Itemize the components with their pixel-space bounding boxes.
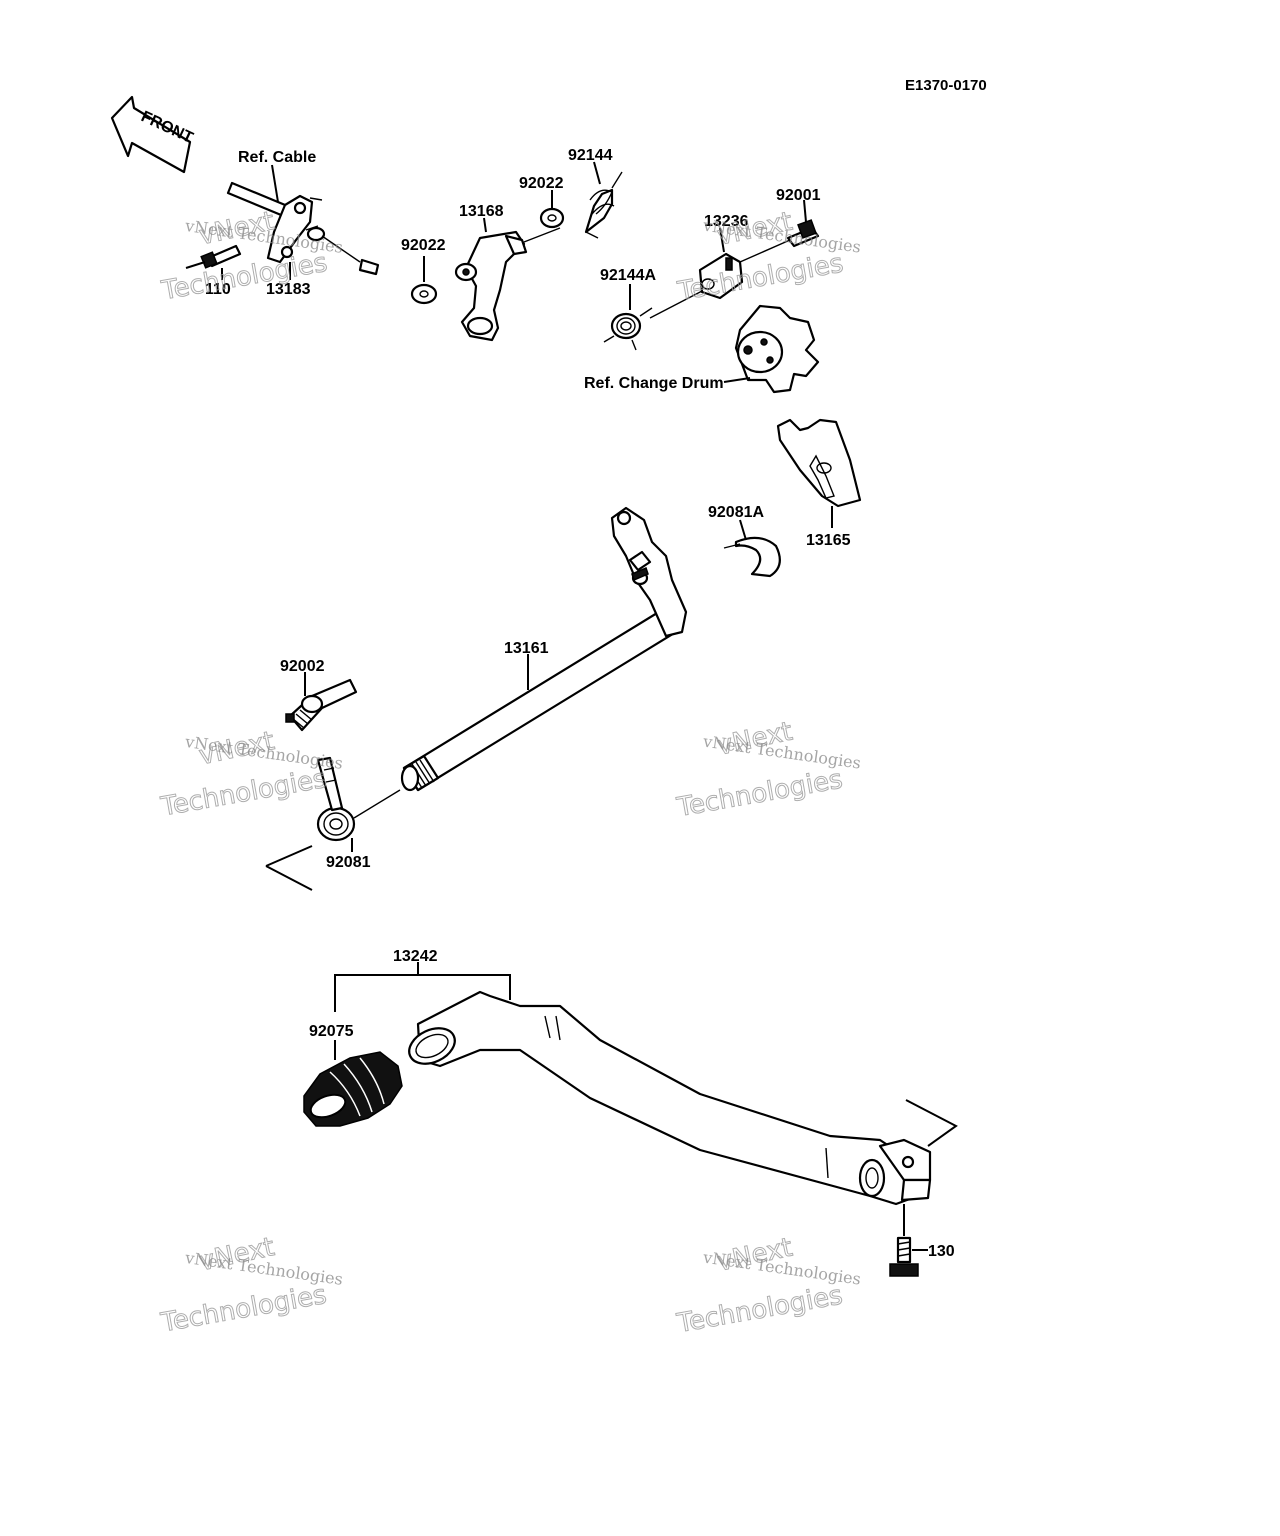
stopper-13236 [698,252,744,300]
bolt-110 [185,244,242,269]
label-92081: 92081 [326,854,371,871]
watermark-top-right: vNext vNext Technologies Technologies [674,206,862,308]
leader-ref-change-drum [723,377,751,383]
bracket-13242 [334,974,511,1012]
label-13168: 13168 [459,203,504,220]
label-ref-cable: Ref. Cable [238,149,316,166]
label-ref-change-drum: Ref. Change Drum [584,375,724,392]
svg-text:Technologies: Technologies [675,248,846,307]
watermark-mid-right: vNext vNext Technologies Technologies [674,716,862,824]
shift-pedal-13242 [408,990,932,1206]
label-92002: 92002 [280,658,325,675]
label-13161: 13161 [504,640,549,657]
spring-92144 [584,171,623,239]
label-13242: 13242 [393,948,438,965]
label-130: 130 [928,1243,955,1260]
label-92144: 92144 [568,147,613,164]
label-13236: 13236 [704,213,749,230]
bolt-92001 [739,219,820,263]
label-92144A: 92144A [600,267,656,284]
label-13183: 13183 [266,281,311,298]
axis-line-pedal [905,1099,958,1147]
spring-92144A [603,307,653,351]
svg-text:Technologies: Technologies [158,764,329,823]
shift-arm-13168 [454,227,561,342]
leader-13168 [483,217,487,233]
plate-13165 [776,418,862,508]
leader-92001 [803,199,807,223]
pedal-rubber-92075 [303,1051,403,1127]
label-92022-left: 92022 [401,237,446,254]
leader-13236 [719,227,725,253]
leader-92081A [739,519,747,541]
svg-text:Technologies: Technologies [158,1280,329,1339]
watermark-bottom-right: vNext vNext Technologies Technologies [674,1232,862,1340]
shift-cable-bracket [226,181,380,276]
watermark-bottom-left: vNext vNext Technologies Technologies [158,1232,344,1339]
axis-line-92081 [265,845,313,891]
washer-92022-left [410,283,438,305]
change-drum-star [734,304,820,394]
label-92081A: 92081A [708,504,764,521]
axis-line-stopper [649,289,705,319]
watermark-mid-left: vNext vNext Technologies Technologies [158,726,344,823]
washer-92022-right [539,207,565,229]
shift-shaft-13161 [400,506,688,792]
label-92001: 92001 [776,187,821,204]
leader-ref-cable [271,164,279,203]
clip-92081A [723,536,781,578]
pin-92002 [285,678,358,732]
label-110: 110 [205,281,231,298]
label-13165: 13165 [806,532,851,549]
svg-text:Technologies: Technologies [674,765,845,824]
front-arrow-icon: FRONT [110,95,196,174]
label-92022-right: 92022 [519,175,564,192]
watermark-top-left: vNext vNext Technologies Technologies [158,206,344,307]
bolt-130 [889,1204,919,1277]
svg-text:Technologies: Technologies [674,1281,845,1340]
diagram-code: E1370-0170 [905,77,987,94]
spring-92081 [316,756,401,842]
leader-92144 [593,161,601,185]
label-92075: 92075 [309,1023,354,1040]
